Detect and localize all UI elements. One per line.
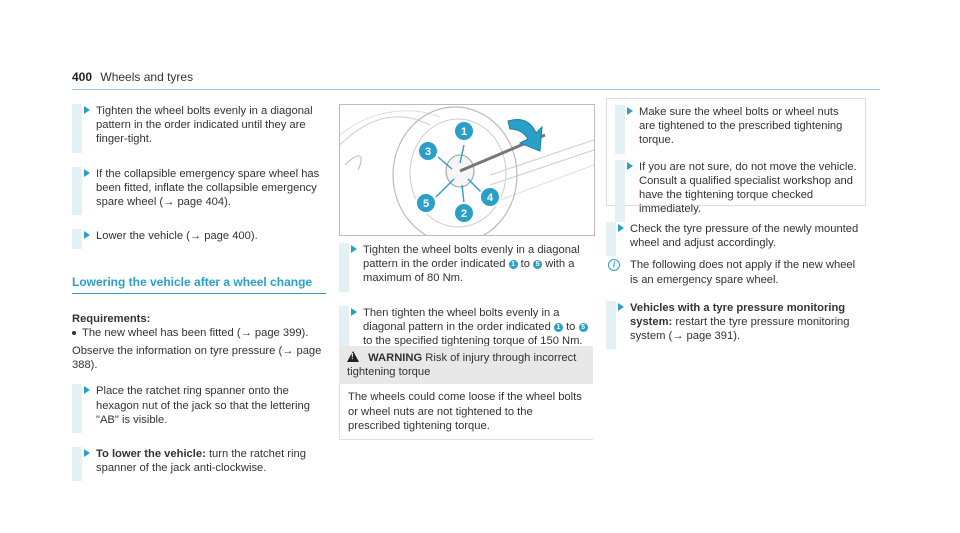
step-arrow-icon [618, 224, 624, 232]
step-lower-vehicle: Lower the vehicle (→ page 400). [72, 229, 326, 250]
step-tighten-finger: Tighten the wheel bolts evenly in a diag… [72, 104, 326, 153]
step-arrow-icon [84, 168, 90, 177]
svg-text:3: 3 [425, 146, 431, 158]
step-arrow-icon [84, 106, 90, 114]
step-arrow-icon [351, 307, 357, 316]
tightening-check-box: Make sure the wheel bolts or wheel nuts … [606, 98, 866, 223]
step-tighten-80nm: Tighten the wheel bolts evenly in a diag… [339, 243, 593, 292]
bullet-icon [72, 330, 76, 335]
chapter-title: Wheels and tyres [100, 70, 194, 84]
step-check-pressure: Check the tyre pressure of the newly mou… [606, 222, 864, 257]
step-inflate-spare: If the collapsible emergency spare wheel… [72, 166, 326, 216]
step-text: If the collapsible emergency spare wheel… [96, 167, 320, 209]
step-text: To lower the vehicle: turn the ratchet r… [96, 448, 306, 475]
step-text: If you are not sure, do not move the veh… [639, 160, 857, 216]
warning-label: WARNING [368, 352, 423, 364]
warning-header: WARNING Risk of injury through incorrect… [339, 346, 593, 385]
requirements-label: Requirements: [72, 312, 151, 325]
callout-1: 1 [453, 120, 475, 142]
section-title: Lowering the vehicle after a wheel chang… [72, 275, 326, 294]
wheel-illustration: 1 3 5 2 4 [339, 106, 595, 244]
step-arrow-icon [627, 107, 633, 115]
svg-text:2: 2 [461, 208, 467, 220]
column-2: Tighten the wheel bolts evenly in a diag… [339, 243, 593, 368]
step-arrow-icon [618, 302, 624, 311]
step-restart-tpms: Vehicles with a tyre pressure monitoring… [606, 300, 864, 350]
callout-5-icon: 5 [533, 260, 543, 270]
step-arrow-icon [84, 231, 90, 240]
callout-5-icon: 5 [578, 322, 588, 332]
warning-triangle-icon [347, 351, 359, 362]
wheel-bolt-figure: 1 3 5 2 4 [339, 104, 595, 244]
info-icon: i [608, 259, 620, 272]
step-arrow-icon [84, 449, 90, 458]
callout-1-icon: 1 [553, 322, 563, 332]
step-ensure-torque: Make sure the wheel bolts or wheel nuts … [615, 105, 857, 154]
step-text: Vehicles with a tyre pressure monitoring… [630, 301, 850, 343]
step-text: Tighten the wheel bolts evenly in a diag… [363, 244, 580, 285]
page-header: 400 Wheels and tyres [72, 70, 193, 84]
warning-title: Risk of injury through incorrect tighten… [347, 352, 577, 379]
page-number: 400 [72, 70, 93, 84]
step-text: Place the ratchet ring spanner onto the … [96, 385, 310, 426]
warning-body: The wheels could come loose if the wheel… [339, 384, 593, 441]
callout-5: 5 [415, 192, 437, 214]
header-rule [72, 89, 880, 90]
step-arrow-icon [627, 161, 633, 170]
column-1: Tighten the wheel bolts evenly in a diag… [72, 104, 326, 495]
requirement-item: The new wheel has been fitted (→ page 39… [72, 326, 326, 340]
callout-3: 3 [417, 140, 439, 162]
step-text: Check the tyre pressure of the newly mou… [630, 223, 859, 250]
step-place-spanner: Place the ratchet ring spanner onto the … [72, 384, 326, 434]
step-not-sure: If you are not sure, do not move the veh… [615, 159, 857, 223]
step-text: Then tighten the wheel bolts evenly in a… [363, 306, 593, 349]
svg-text:1: 1 [461, 126, 467, 138]
svg-text:5: 5 [423, 198, 429, 210]
step-tighten-150nm: Then tighten the wheel bolts evenly in a… [339, 305, 593, 355]
callout-4: 4 [479, 186, 501, 208]
callout-2: 2 [453, 202, 475, 224]
step-text: Make sure the wheel bolts or wheel nuts … [639, 106, 843, 147]
requirements: Requirements: The new wheel has been fit… [72, 312, 326, 340]
note: i The following does not apply if the ne… [606, 258, 864, 286]
observe-text: Observe the information on tyre pressure… [72, 345, 322, 372]
note-text: The following does not apply if the new … [630, 259, 856, 286]
svg-text:4: 4 [487, 192, 494, 204]
step-text: Tighten the wheel bolts evenly in a diag… [96, 105, 313, 146]
warning-box: WARNING Risk of injury through incorrect… [339, 346, 593, 441]
column-3: Check the tyre pressure of the newly mou… [606, 222, 864, 363]
step-arrow-icon [351, 245, 357, 253]
step-text: Lower the vehicle (→ page 400). [96, 230, 258, 243]
callout-1-icon: 1 [508, 260, 518, 270]
step-arrow-icon [84, 386, 90, 395]
step-lower: To lower the vehicle: turn the ratchet r… [72, 447, 326, 482]
